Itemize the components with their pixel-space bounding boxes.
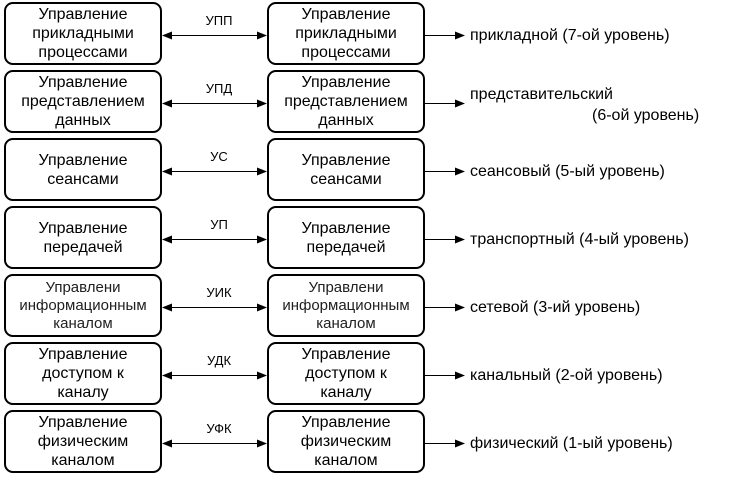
right-layer-box: Управление физическим каналом xyxy=(267,410,425,473)
osi-level-label: представительский xyxy=(470,85,613,103)
left-layer-box: Управление представлением данных xyxy=(4,70,162,133)
protocol-label: УФК xyxy=(206,420,232,436)
osi-level-label: транспортный (4-ый уровень) xyxy=(470,230,689,248)
protocol-label: УИК xyxy=(206,284,232,300)
right-layer-box: Управление прикладными процессами xyxy=(267,2,425,65)
protocol-label: УП xyxy=(210,216,228,232)
right-layer-box: Управлени информационным каналом xyxy=(267,274,425,337)
osi-level-label: физический (1-ый уровень) xyxy=(470,434,673,452)
protocol-label: УДК xyxy=(206,352,232,368)
right-layer-box: Управление передачей xyxy=(267,206,425,269)
right-layer-box: Управление сеансами xyxy=(267,138,425,201)
left-layer-box: Управление прикладными процессами xyxy=(4,2,162,65)
osi-level-label-line2: (6-ой уровень) xyxy=(592,106,700,124)
right-layer-box: Управление доступом к каналу xyxy=(267,342,425,405)
osi-level-label: канальный (2-ой уровень) xyxy=(470,366,663,384)
osi-level-label: сетевой (3-ий уровень) xyxy=(470,298,641,316)
osi-level-label: сеансовый (5-ый уровень) xyxy=(470,162,665,180)
left-layer-box: Управление физическим каналом xyxy=(4,410,162,473)
left-layer-box: Управление передачей xyxy=(4,206,162,269)
protocol-label: УПП xyxy=(205,12,233,28)
protocol-label: УС xyxy=(210,148,228,164)
osi-level-label: прикладной (7-ой уровень) xyxy=(470,26,670,44)
left-layer-box: Управлени информационным каналом xyxy=(4,274,162,337)
left-layer-box: Управление доступом к каналу xyxy=(4,342,162,405)
left-layer-box: Управление сеансами xyxy=(4,138,162,201)
protocol-label: УПД xyxy=(205,80,233,96)
right-layer-box: Управление представлением данных xyxy=(267,70,425,133)
